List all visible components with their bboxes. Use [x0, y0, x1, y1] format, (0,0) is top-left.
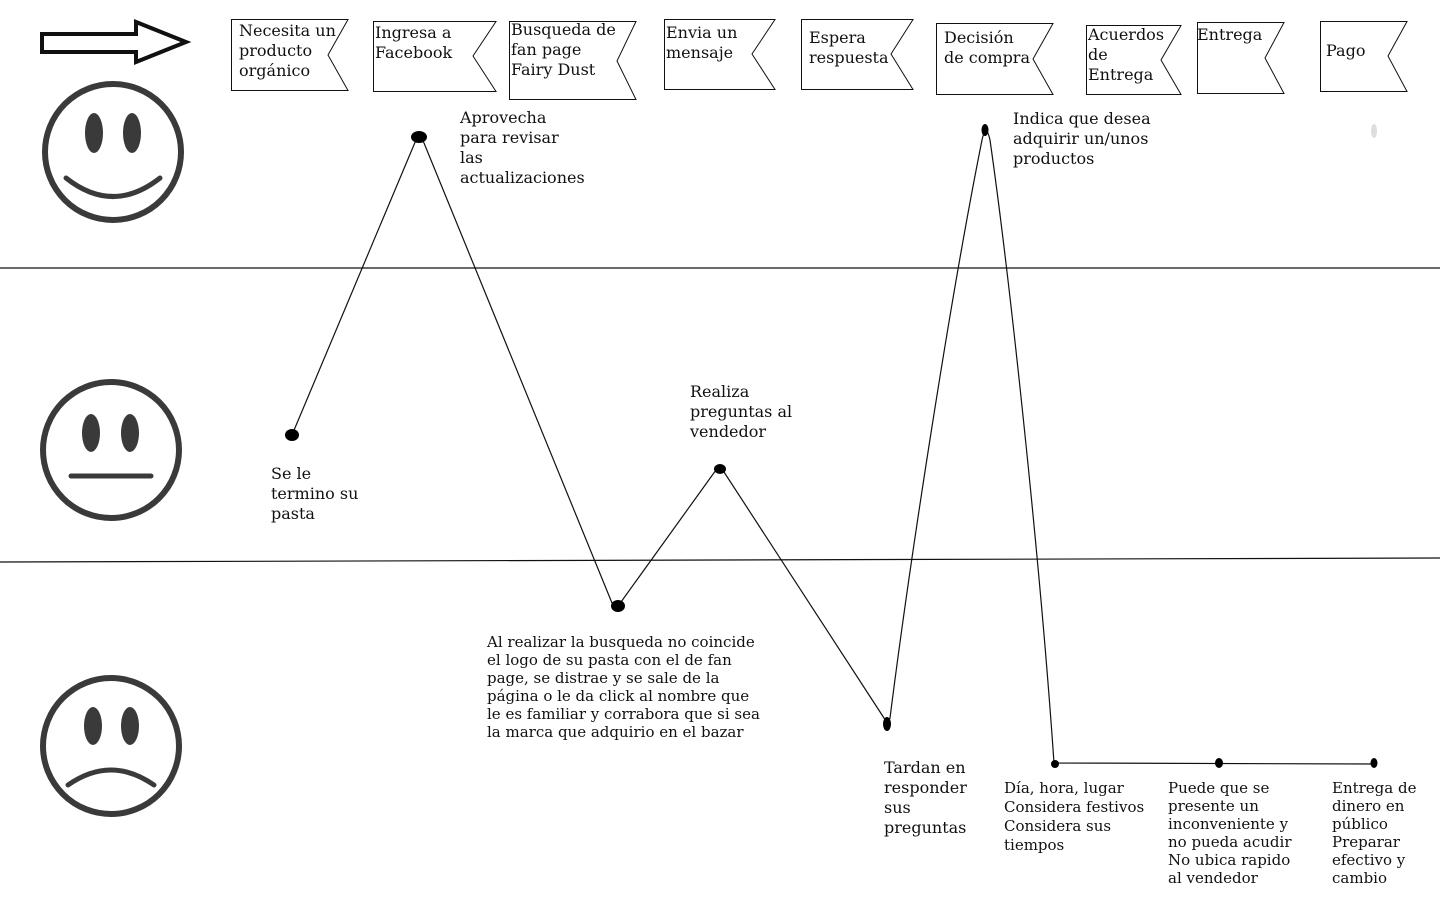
divider-line [0, 557, 1440, 563]
stage-label: Ingresa a Facebook [375, 23, 453, 62]
journey-point [1370, 758, 1378, 768]
journey-point [883, 717, 891, 731]
stage-label: Necesita un producto orgánico [239, 21, 336, 80]
journey-point [981, 124, 989, 136]
journey-point [1215, 758, 1223, 768]
stage-label: Busqueda de fan page Fairy Dust [511, 20, 616, 79]
journey-point [1371, 124, 1377, 138]
journey-point [611, 600, 625, 612]
note-busqueda: Al realizar la busqueda no coincide el l… [487, 633, 760, 741]
stage-flag: Decisión de compra [936, 23, 1054, 95]
stage-flag: Busqueda de fan page Fairy Dust [509, 20, 637, 100]
happy-face-icon [42, 81, 184, 223]
journey-line [291, 130, 1376, 765]
note-pago: Entrega de dinero en público Preparar ef… [1332, 779, 1417, 887]
stage-flag: Envia un mensaje [664, 19, 776, 90]
note-dia-hora: Día, hora, lugar Considera festivos Cons… [1004, 779, 1145, 854]
stage-flag: Espera respuesta [801, 19, 914, 90]
stage-flag: Acuerdos de Entrega [1086, 25, 1182, 95]
stage-label: Entrega [1197, 25, 1263, 44]
stage-label: Espera respuesta [809, 28, 889, 67]
note-realiza-preguntas: Realiza preguntas al vendedor [690, 382, 793, 441]
journey-point [285, 429, 299, 441]
journey-point [714, 464, 726, 474]
note-inconveniente: Puede que se presente un inconveniente y… [1168, 779, 1292, 887]
stage-flag: Necesita un producto orgánico [231, 19, 349, 91]
stage-label: Pago [1326, 41, 1366, 60]
note-tardan: Tardan en responder sus preguntas [884, 758, 967, 837]
stage-flag: Ingresa a Facebook [373, 21, 497, 92]
stage-flag: Pago [1320, 21, 1408, 92]
note-aprovecha: Aprovecha para revisar las actualizacion… [460, 108, 585, 187]
journey-point [1051, 760, 1059, 768]
stage-flag: Entrega [1197, 22, 1285, 94]
neutral-face-icon [40, 379, 182, 521]
note-se-le-termino: Se le termino su pasta [271, 464, 359, 523]
note-indica: Indica que desea adquirir un/unos produc… [1013, 109, 1151, 168]
stage-label: Decisión de compra [944, 28, 1030, 67]
right-arrow-icon [40, 19, 192, 65]
stage-label: Envia un mensaje [666, 23, 738, 62]
sad-face-icon [40, 675, 182, 817]
stage-label: Acuerdos de Entrega [1088, 25, 1165, 84]
journey-point [411, 131, 427, 143]
